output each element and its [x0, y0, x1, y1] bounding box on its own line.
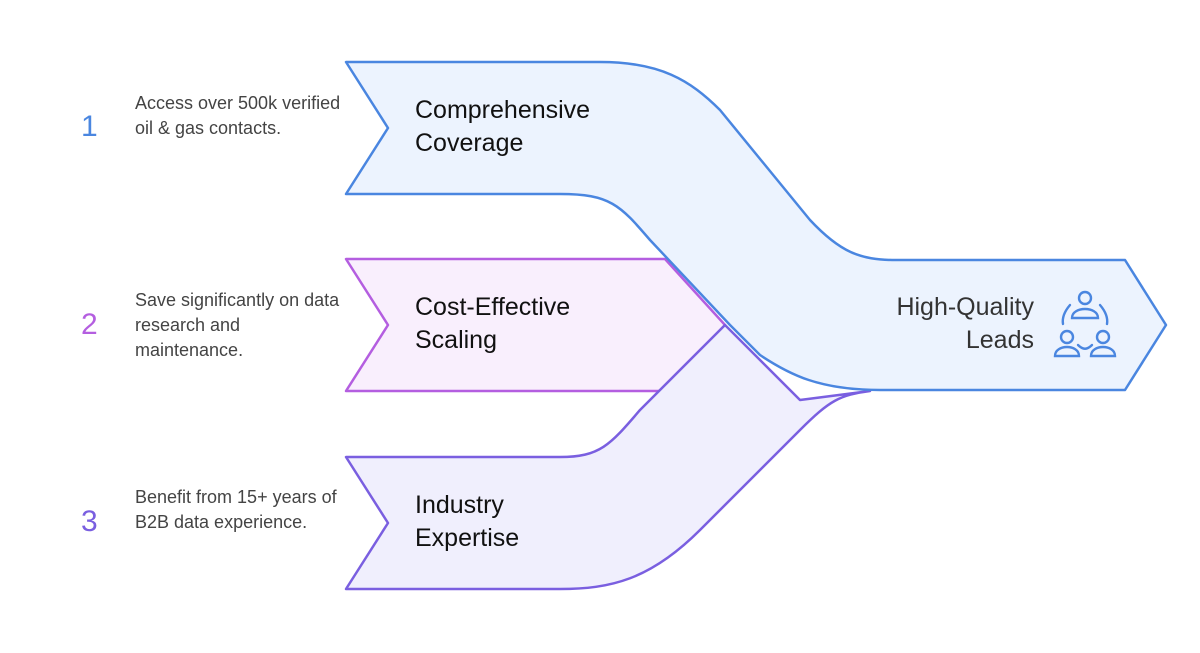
step-number-1: 1 — [81, 110, 98, 143]
band-label-1-line2: Coverage — [415, 129, 524, 157]
band-label-2-line2: Scaling — [415, 326, 497, 354]
band-label-2-line1: Cost-Effective — [415, 293, 571, 321]
step-number-3: 3 — [81, 505, 98, 538]
output-label: High-Quality Leads — [834, 291, 1034, 357]
step-description-1: Access over 500k verified oil & gas cont… — [135, 93, 341, 138]
step-number-2: 2 — [81, 308, 98, 341]
band-label-1-line1: Comprehensive — [415, 96, 591, 124]
band-industry-expertise — [344, 323, 872, 591]
step-description-3: Benefit from 15+ years of B2B data exper… — [135, 487, 337, 532]
band-label-3: Industry Expertise — [415, 489, 519, 555]
band-label-2: Cost-Effective Scaling — [415, 291, 570, 357]
band-comprehensive-coverage — [344, 60, 1168, 392]
output-label-line1: High-Quality — [896, 293, 1034, 321]
step-description-2: Save significantly on data research and … — [135, 290, 340, 360]
band-label-3-line1: Industry — [415, 491, 504, 519]
band-label-3-line2: Expertise — [415, 524, 520, 552]
people-network-icon — [1053, 290, 1117, 358]
band-label-1: Comprehensive Coverage — [415, 94, 590, 160]
output-label-line2: Leads — [965, 326, 1034, 354]
